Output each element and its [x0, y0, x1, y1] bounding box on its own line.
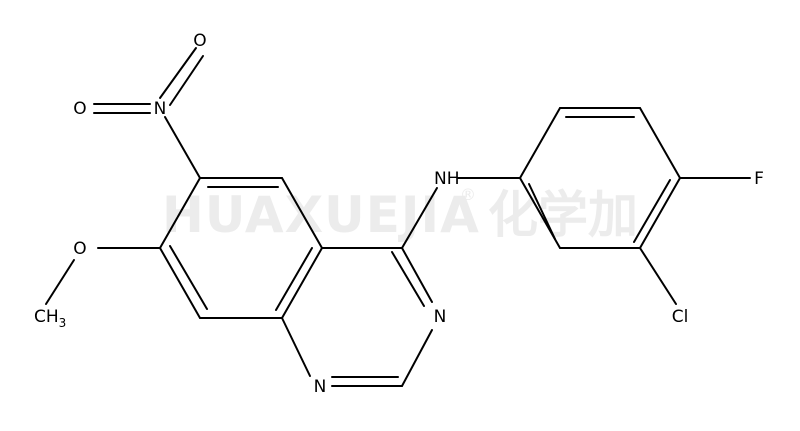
bond-c7-c6 — [159, 177, 201, 249]
atom-methyl-c: CH — [34, 307, 59, 327]
bond-n1-c8a — [281, 317, 311, 377]
bond-o-ch3 — [45, 259, 75, 305]
atom-n-nitro: N — [154, 99, 167, 119]
bond-n-o-top-1 — [159, 47, 197, 99]
atom-nh-amine: NH — [434, 169, 460, 189]
bond-ar1-ar2 — [519, 107, 561, 179]
atom-o-nitro-top: O — [193, 31, 206, 51]
watermark-chinese: 化学加 — [488, 186, 638, 244]
bond-c4-nh — [401, 187, 438, 249]
atom-methyl: CH3 — [34, 307, 66, 330]
atom-o-methoxy: O — [73, 239, 86, 259]
bond-c8-c7-inner — [169, 245, 208, 310]
bond-n-o-top-2 — [169, 55, 204, 106]
bond-ar6-ar1-inner — [528, 183, 556, 240]
bond-ar-cl — [639, 247, 677, 305]
bond-nitro-ring — [164, 116, 201, 179]
bond-c4-n3 — [401, 247, 433, 303]
bond-ar4-ar5 — [639, 177, 681, 249]
bond-ar3-ar4 — [639, 107, 681, 179]
bond-c4a-c8a-inner — [275, 247, 313, 311]
atom-methyl-sub: 3 — [59, 316, 67, 330]
atom-o-nitro-left: O — [73, 99, 86, 119]
atom-n3-ring: N — [434, 307, 447, 327]
atom-fluorine: F — [754, 169, 764, 189]
watermark-latin: HUAXUEJIA — [162, 186, 480, 244]
watermark: HUAXUEJIA ® 化学加 — [162, 185, 638, 244]
bond-c4-n3-inner — [391, 251, 425, 307]
atom-labels: O O N O CH3 NH N N F Cl — [34, 31, 764, 397]
bond-c4a-c8a — [281, 247, 323, 319]
bonds — [45, 47, 751, 387]
bond-n3-c2 — [401, 329, 433, 387]
atom-n1-ring: N — [314, 377, 327, 397]
atom-chlorine: Cl — [672, 307, 689, 327]
bond-ar4-ar5-inner — [633, 179, 671, 243]
bond-c8-c7 — [159, 247, 201, 319]
bond-c5-c4a — [281, 177, 323, 249]
watermark-registered: ® — [460, 185, 476, 204]
